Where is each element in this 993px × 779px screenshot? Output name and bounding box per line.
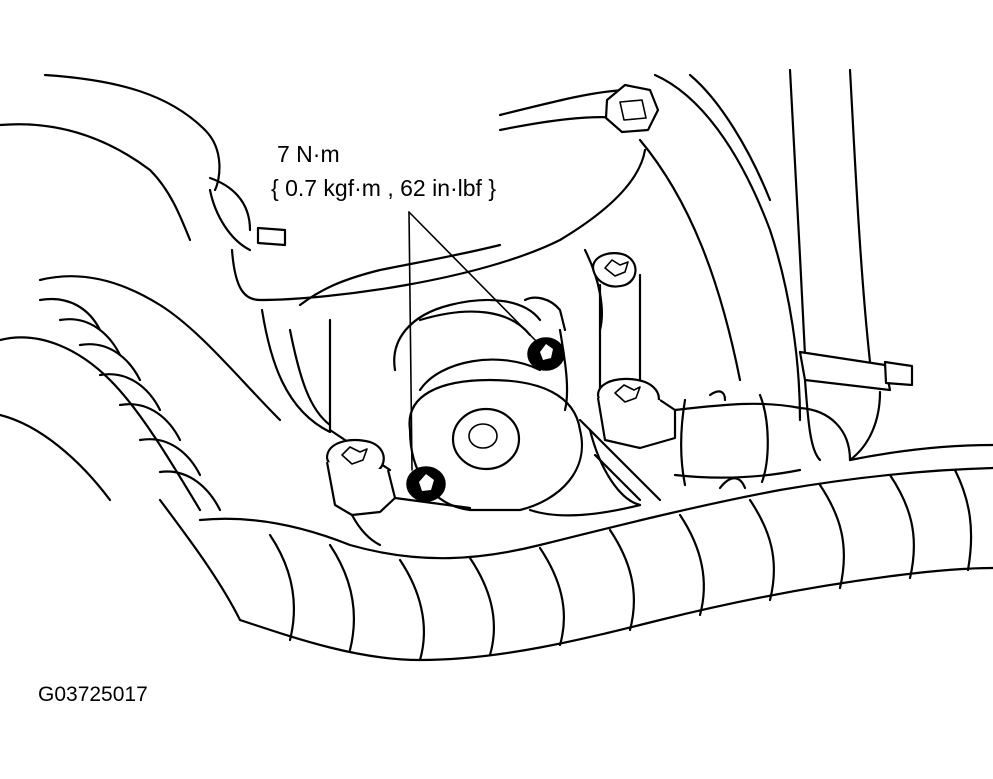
figure-code: G03725017 — [38, 683, 148, 706]
vertical-pipe — [788, 68, 914, 462]
torx-bolt-lower-left — [325, 439, 472, 547]
torque-value-alt-units: { 0.7 kgf·m , 62 in·lbf } — [271, 175, 497, 201]
torx-bolt-lower-right — [596, 377, 677, 450]
torque-value-nm: 7 N·m — [277, 141, 340, 167]
housing-right — [638, 73, 802, 422]
wire-harness-left — [0, 275, 282, 622]
intake-hose — [0, 73, 647, 302]
torx-bolt-upper-right — [591, 251, 642, 397]
sensor-screw-upper — [527, 337, 565, 371]
throttle-position-sensor — [393, 296, 662, 517]
sensor-screw-lower — [406, 466, 446, 502]
top-bolt — [604, 83, 660, 134]
side-connector — [673, 390, 852, 490]
wire-harness-bottom — [198, 428, 993, 662]
leader-lines — [408, 211, 541, 471]
